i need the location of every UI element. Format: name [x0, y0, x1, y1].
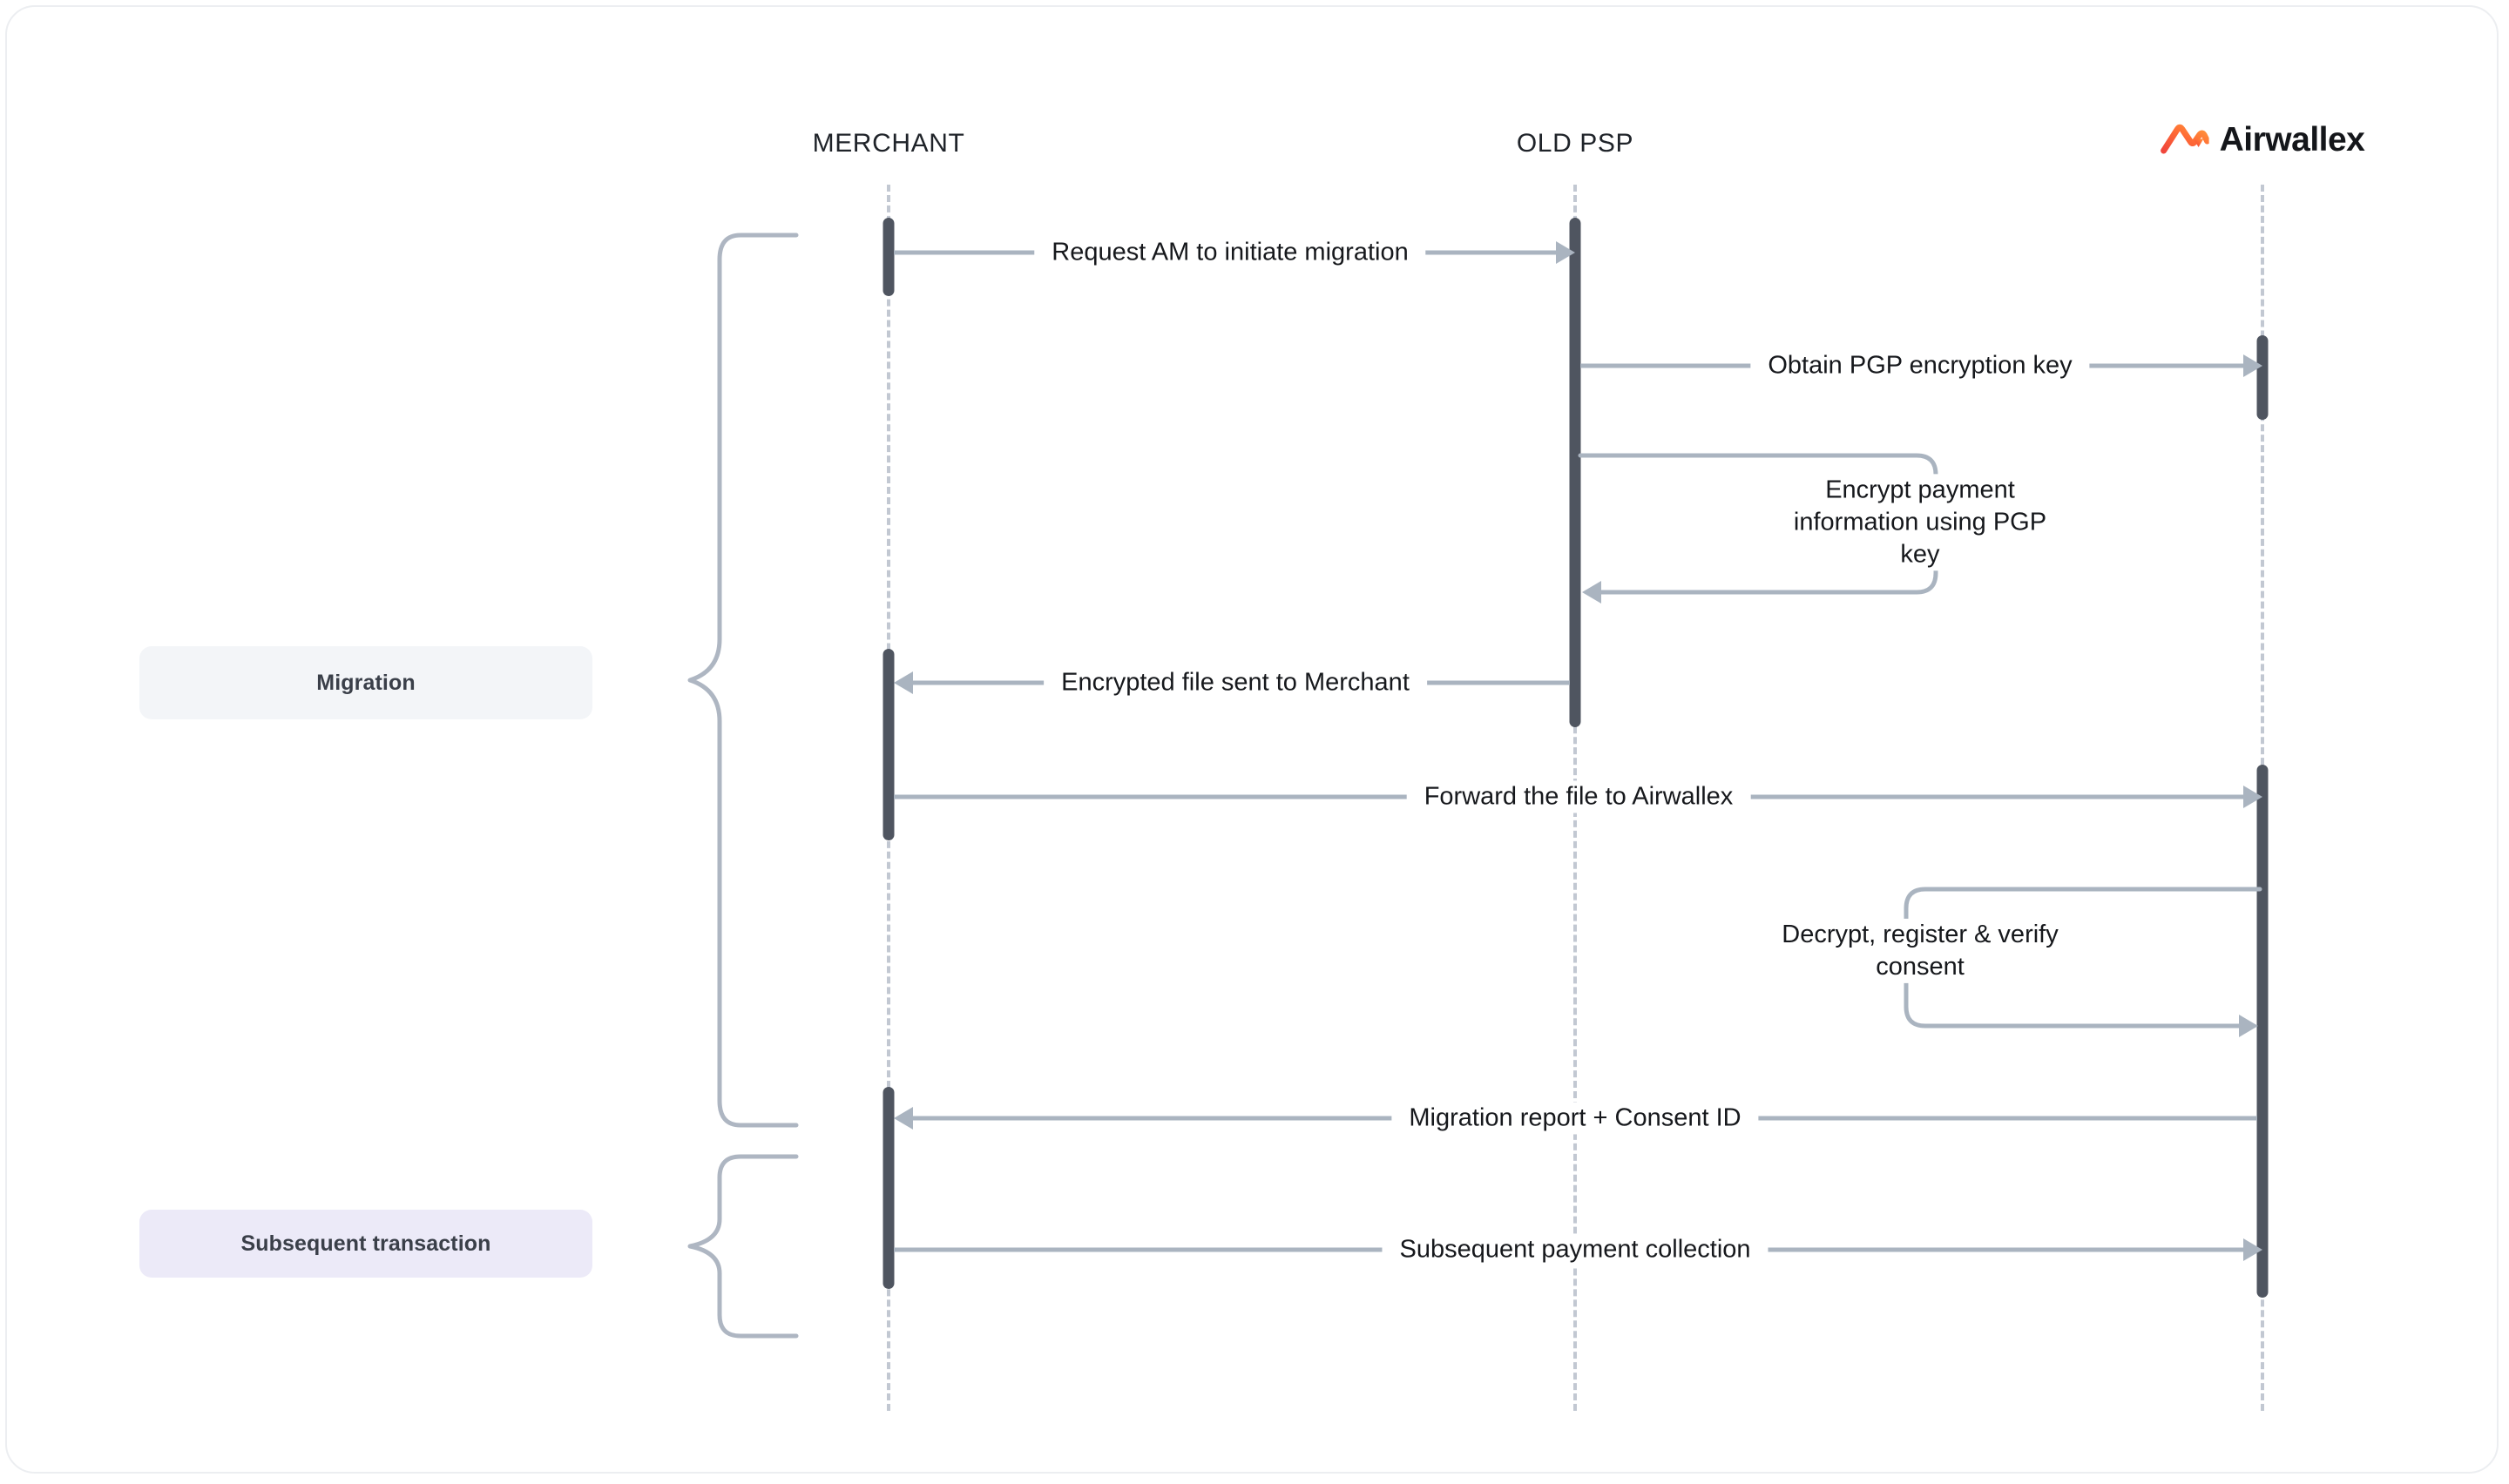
- activation-bar-airwallex-1: [2256, 335, 2269, 420]
- message-label-m4: Encrypted file sent to Merchant: [1044, 666, 1427, 699]
- activation-bar-merchant-1: [883, 218, 895, 296]
- activation-bar-merchant-2: [883, 649, 895, 840]
- message-label-m1: Request AM to initiate migration: [1034, 236, 1426, 269]
- message-label-m6: Decrypt, register & verify consent: [1759, 918, 2081, 984]
- group-brace-subsequent: [681, 1151, 803, 1341]
- message-arrowhead-m5: [2243, 786, 2262, 808]
- message-label-m3: Encrypt payment information using PGP ke…: [1759, 474, 2081, 571]
- activation-bar-airwallex-2: [2256, 765, 2269, 1298]
- actor-header-merchant: MERCHANT: [812, 129, 965, 158]
- airwallex-wordmark: Airwallex: [2219, 120, 2365, 159]
- airwallex-logo-mark: [2161, 122, 2209, 157]
- message-arrowhead-m8: [2243, 1238, 2262, 1261]
- group-brace-migration: [681, 230, 803, 1130]
- message-arrowhead-m1: [1556, 241, 1575, 264]
- message-arrowhead-m4: [894, 671, 913, 694]
- message-arrowhead-m2: [2243, 354, 2262, 377]
- group-badge-migration: Migration: [139, 646, 592, 719]
- message-label-m2: Obtain PGP encryption key: [1750, 349, 2090, 382]
- message-arrowhead-m7: [894, 1107, 913, 1130]
- actor-header-old-psp: OLD PSP: [1516, 129, 1634, 158]
- actor-header-airwallex: Airwallex: [2161, 122, 2365, 157]
- message-label-m7: Migration report + Consent ID: [1391, 1102, 1759, 1135]
- activation-bar-old-psp-1: [1569, 218, 1581, 727]
- message-label-m5: Forward the file to Airwallex: [1406, 780, 1751, 813]
- activation-bar-merchant-3: [883, 1087, 895, 1289]
- group-badge-subsequent-transaction: Subsequent transaction: [139, 1210, 592, 1278]
- message-label-m8: Subsequent payment collection: [1382, 1233, 1768, 1266]
